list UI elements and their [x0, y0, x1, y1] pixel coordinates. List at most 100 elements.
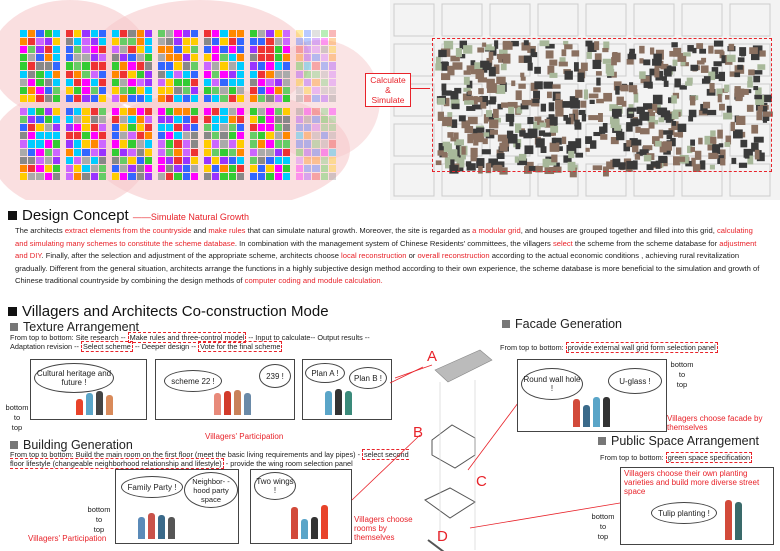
- label-b: B: [413, 424, 424, 441]
- text-run: the scheme from the scheme database for: [572, 238, 720, 248]
- texture-steps: From top to bottom: Site research -- Mak…: [10, 332, 400, 352]
- calculate-simulate-label: Calculate & Simulate: [365, 73, 411, 107]
- text-run: according to the actual economic conditi…: [15, 251, 760, 285]
- building-caption: Villagers' Participation: [28, 534, 107, 543]
- building-panel-2: Two wings !: [250, 469, 352, 544]
- design-concept-paragraph: The architects extract elements from the…: [15, 225, 765, 288]
- grid-block: [250, 30, 290, 102]
- arrow-icon: [410, 88, 430, 89]
- facade-steps: From top to bottom: provide external wal…: [500, 342, 718, 353]
- steps-prefix: From top to bottom:: [600, 453, 664, 462]
- public-steps: From top to bottom: green space specific…: [600, 452, 753, 463]
- highlight-text: select: [552, 238, 573, 248]
- grid-block: [20, 108, 60, 180]
- texture-panel-3: Plan A ! Plan B !: [302, 359, 392, 420]
- facade-caption: Villagers choose facade by themselves: [667, 414, 763, 432]
- highlighted-step: Vote for the final scheme: [198, 340, 283, 352]
- highlight-text: computer coding and module calculation.: [244, 276, 383, 285]
- speech-bubble: Plan B !: [349, 367, 387, 389]
- facade-step: provide external wall grid form selectio…: [565, 342, 718, 353]
- label-c: C: [476, 473, 487, 490]
- highlighted-step: Make rules and three-control model: [127, 332, 247, 343]
- site-plan-map: [390, 0, 780, 200]
- grid-block: [250, 108, 290, 180]
- texture-panel-2: scheme 22 ! 239 !: [155, 359, 295, 420]
- facade-heading: Facade Generation: [502, 317, 622, 331]
- site-boundary: [432, 38, 772, 172]
- texture-heading: Texture Arrangement: [10, 320, 139, 334]
- facade-title: Facade Generation: [515, 317, 623, 331]
- coconstruction-heading: Villagers and Architects Co-construction…: [8, 303, 329, 320]
- speech-bubble: Cultural heritage and future !: [34, 363, 114, 393]
- villagers-illustration: [725, 500, 742, 540]
- text-run: and: [191, 226, 209, 235]
- coconstruction-title: Villagers and Architects Co-construction…: [22, 303, 329, 320]
- design-concept-heading: Design Concept ——Simulate Natural Growth: [8, 207, 249, 224]
- speech-bubble: Neighbor- -hood party space: [184, 472, 238, 508]
- speech-bubble: scheme 22 !: [164, 370, 222, 392]
- grid-block: [66, 108, 106, 180]
- direction-label: bottom to top: [87, 505, 111, 534]
- direction-label: bottom to top: [670, 360, 694, 389]
- public-title: Public Space Arrangement: [611, 434, 760, 448]
- public-step: green space specification: [665, 452, 753, 463]
- design-concept-title: Design Concept: [22, 207, 129, 224]
- texture-caption: Villagers' Participation: [205, 432, 284, 441]
- grid-block: [112, 30, 152, 102]
- grid-block: [158, 30, 198, 102]
- speech-bubble: Two wings !: [254, 472, 296, 500]
- label-a: A: [427, 348, 438, 365]
- text-run: , and houses are grouped together and fi…: [520, 226, 717, 235]
- villagers-illustration: [573, 397, 610, 427]
- text-run: From top to bottom: Site research --: [10, 333, 128, 342]
- text-run: From top to bottom: Build the main room …: [10, 450, 363, 459]
- text-run: or: [406, 251, 418, 260]
- building-heading: Building Generation: [10, 438, 133, 452]
- direction-label: bottom to top: [5, 403, 29, 432]
- text-run: -- Deeper design --: [132, 341, 199, 351]
- grid-block: [66, 30, 106, 102]
- design-concept-subtitle: ——Simulate Natural Growth: [132, 212, 249, 222]
- grid-block: [158, 108, 198, 180]
- grid-block: [20, 30, 60, 102]
- public-panel: Villagers choose their own planting vari…: [620, 467, 774, 545]
- direction-label: bottom to top: [591, 512, 615, 541]
- text-run: that can simulate natural growth. Moreov…: [245, 226, 473, 235]
- grid-block: [296, 30, 336, 102]
- villagers-illustration: [138, 513, 175, 539]
- speech-bubble: U-glass !: [608, 368, 662, 394]
- highlight-text: overall reconstruction: [417, 251, 490, 260]
- building-panel-1: Family Party ! Neighbor- -hood party spa…: [115, 469, 239, 544]
- building-caption-2: Villagers choose rooms by themselves: [354, 515, 413, 542]
- highlight-text: calculating and simulating many schemes …: [15, 226, 753, 248]
- text-run: - provide the wing room selection panel: [223, 458, 353, 468]
- building-title: Building Generation: [23, 438, 133, 452]
- simulation-grid: [20, 30, 365, 180]
- speech-bubble: Tulip planting !: [651, 502, 717, 524]
- speech-bubble: Family Party !: [121, 476, 183, 498]
- grid-block: [204, 30, 244, 102]
- highlighted-step: Select scheme: [80, 340, 133, 352]
- highlight-text: local reconstruction: [341, 251, 407, 260]
- label-d: D: [437, 528, 448, 545]
- villagers-illustration: [76, 391, 113, 415]
- texture-title: Texture Arrangement: [23, 320, 140, 334]
- building-steps: From top to bottom: Build the main room …: [10, 449, 415, 469]
- texture-panel-1: Cultural heritage and future !: [30, 359, 147, 420]
- highlight-text: a modular grid: [472, 226, 521, 235]
- text-run: The architects: [15, 226, 65, 235]
- highlight-text: make rules: [208, 226, 246, 235]
- axonometric-diagram: [394, 349, 493, 551]
- grid-block: [296, 108, 336, 180]
- villagers-illustration: [291, 505, 328, 539]
- highlight-text: extract elements from the countryside: [64, 226, 192, 235]
- speech-bubble: 239 !: [259, 364, 291, 388]
- facade-panel: Round wall hole ! U-glass !: [517, 359, 667, 432]
- public-caption: Villagers choose their own planting vari…: [624, 469, 760, 496]
- grid-block: [112, 108, 152, 180]
- villagers-illustration: [325, 389, 352, 415]
- text-run: . Finally, after the selection and adjus…: [41, 251, 342, 260]
- speech-bubble: Round wall hole !: [521, 368, 583, 400]
- public-heading: Public Space Arrangement: [598, 434, 759, 448]
